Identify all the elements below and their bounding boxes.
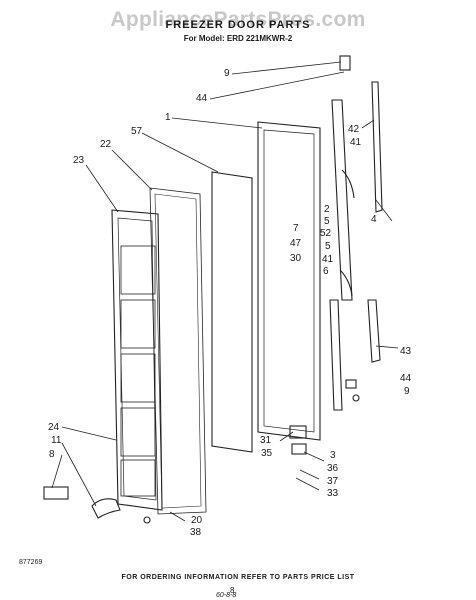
callout-44-top: 44: [196, 93, 208, 104]
door-trim-strip-43: [367, 299, 381, 363]
callout-1: 1: [165, 112, 171, 123]
page-number: 8: [230, 586, 235, 595]
callout-38: 38: [190, 527, 202, 538]
callout-5-top: 5: [324, 216, 330, 227]
door-trim-strip-42: [371, 81, 383, 213]
callout-52: 52: [320, 228, 332, 239]
callout-9-bottom: 9: [404, 386, 410, 397]
lower-hinge: [289, 425, 307, 439]
callout-35: 35: [261, 448, 273, 459]
callout-57: 57: [131, 126, 143, 137]
ordering-note: FOR ORDERING INFORMATION REFER TO PARTS …: [121, 574, 355, 581]
callout-7: 7: [293, 223, 299, 234]
catalog-code: 877269: [19, 559, 43, 566]
hand-written-code: 60-8-8: [216, 592, 237, 599]
callout-6: 6: [323, 266, 329, 277]
callout-44-bottom: 44: [400, 373, 412, 384]
callout-22: 22: [100, 139, 112, 150]
watermark: AppliancePartsPros.com: [110, 8, 366, 31]
inner-door-liner: [111, 209, 163, 511]
callout-4: 4: [371, 214, 377, 225]
callout-43: 43: [400, 346, 412, 357]
callout-47: 47: [290, 238, 302, 249]
callout-41-mid: 41: [322, 254, 334, 265]
callout-41-top: 41: [350, 137, 362, 148]
callout-20: 20: [191, 515, 203, 526]
callout-30: 30: [290, 253, 302, 264]
callout-5-mid: 5: [325, 241, 331, 252]
callout-2: 2: [324, 204, 330, 215]
callout-24: 24: [48, 422, 60, 433]
callout-3: 3: [330, 450, 336, 461]
callout-11: 11: [51, 435, 62, 446]
insulation-panel: [211, 171, 253, 453]
callout-42: 42: [348, 124, 360, 135]
door-stop-11: [91, 498, 121, 519]
top-hinge: [339, 55, 351, 71]
callout-36: 36: [327, 463, 339, 474]
door-gasket: [149, 187, 207, 515]
callout-31: 31: [260, 435, 272, 446]
callout-33: 33: [327, 488, 339, 499]
outer-door-panel: [257, 121, 321, 441]
handle-lower: [329, 299, 343, 411]
callout-23: 23: [73, 155, 85, 166]
diagram-title: FREEZER DOOR PARTS: [165, 19, 311, 31]
callout-8: 8: [49, 449, 55, 460]
callout-37: 37: [327, 476, 339, 487]
door-stop-8: [43, 486, 69, 500]
handle-upper: [331, 99, 353, 301]
model-label: For Model: ERD 221MKWR-2: [183, 34, 293, 43]
callout-9-top: 9: [224, 68, 230, 79]
